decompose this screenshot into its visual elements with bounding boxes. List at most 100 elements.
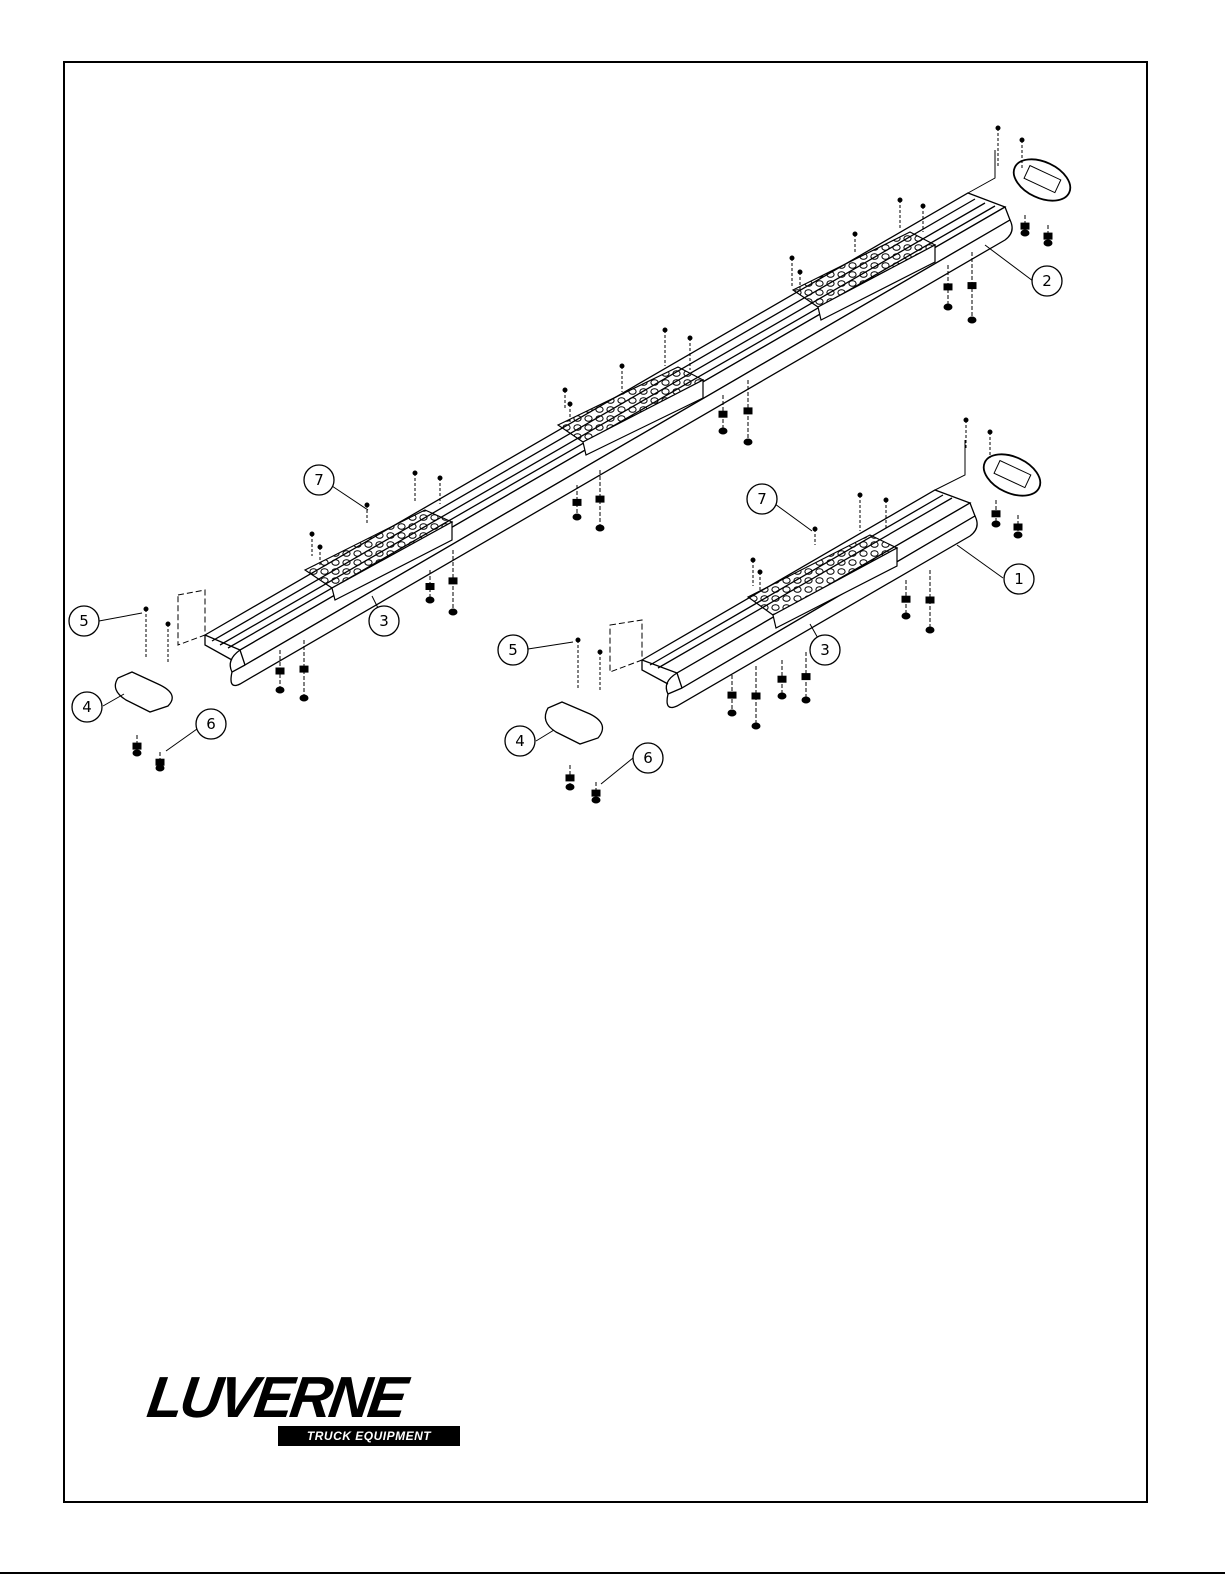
callout-3-long: 3 [369, 606, 399, 636]
screw-head [663, 328, 667, 332]
bolt-nut [1021, 223, 1029, 229]
svg-text:3: 3 [820, 641, 830, 659]
screw-head [318, 545, 322, 549]
svg-text:3: 3 [379, 612, 389, 630]
end-cap-right-short [977, 446, 1047, 504]
screw-head [365, 503, 369, 507]
callout-3-short: 3 [810, 635, 840, 665]
screw-head [310, 532, 314, 536]
screw-head [790, 256, 794, 260]
bolt-washer [752, 723, 760, 729]
bolt-nut [566, 775, 574, 781]
bolt-washer [566, 784, 574, 790]
screw-head [620, 364, 624, 368]
bolt-nut [1044, 233, 1052, 239]
screw-head [798, 270, 802, 274]
svg-text:2: 2 [1042, 272, 1052, 290]
bolt-nut [728, 692, 736, 698]
screw-head [688, 336, 692, 340]
callout-4-long: 4 [72, 692, 102, 722]
bolt-washer [944, 304, 952, 310]
bolt-washer [1044, 240, 1052, 246]
callout-5-long: 5 [69, 606, 99, 636]
bolt-washer [276, 687, 284, 693]
bolt-nut [276, 668, 284, 674]
screw-head [166, 622, 170, 626]
screw-head [1020, 138, 1024, 142]
bolt-washer [592, 797, 600, 803]
bolt-washer [968, 317, 976, 323]
bolt-nut [968, 283, 976, 289]
screw-head [758, 570, 762, 574]
bolt-nut [300, 666, 308, 672]
bolt-nut [156, 759, 164, 765]
bolt-washer [744, 439, 752, 445]
callout-4-short: 4 [505, 726, 535, 756]
logo-brand-text: LUVERNE [144, 1368, 409, 1428]
callout-6-long: 6 [196, 709, 226, 739]
svg-text:7: 7 [314, 471, 324, 489]
bolt-washer [728, 710, 736, 716]
svg-text:5: 5 [508, 641, 518, 659]
luverne-logo: LUVERNE TRUCK EQUIPMENT [140, 1368, 460, 1450]
bolt-nut [573, 499, 581, 505]
logo-tagline: TRUCK EQUIPMENT [278, 1426, 460, 1446]
bolt-washer [596, 525, 604, 531]
svg-text:6: 6 [643, 749, 653, 767]
bolt-nut [926, 597, 934, 603]
callout-2: 2 [1032, 266, 1062, 296]
screw-head [563, 388, 567, 392]
screw-head [598, 650, 602, 654]
bolt-washer [449, 609, 457, 615]
callout-5-short: 5 [498, 635, 528, 665]
bolt-nut [596, 496, 604, 502]
svg-text:6: 6 [206, 715, 216, 733]
bolt-washer [719, 428, 727, 434]
bolt-nut [133, 743, 141, 749]
screw-head [438, 476, 442, 480]
bolt-nut [744, 408, 752, 414]
bolt-nut [802, 674, 810, 680]
end-cap-right-long [1007, 151, 1077, 209]
bolt-nut [719, 411, 727, 417]
bolt-nut [1014, 524, 1022, 530]
bolt-washer [1021, 230, 1029, 236]
bolt-washer [156, 765, 164, 771]
screw-head [144, 607, 148, 611]
svg-text:5: 5 [79, 612, 89, 630]
bolt-nut [449, 578, 457, 584]
bolt-washer [573, 514, 581, 520]
screw-head [921, 204, 925, 208]
callout-7-short: 7 [747, 484, 777, 514]
screw-head [884, 498, 888, 502]
bolt-nut [944, 284, 952, 290]
screw-head [568, 402, 572, 406]
bolt-washer [902, 613, 910, 619]
screw-head [988, 430, 992, 434]
svg-text:7: 7 [757, 490, 767, 508]
bolt-washer [926, 627, 934, 633]
svg-text:4: 4 [82, 698, 92, 716]
bolt-washer [778, 693, 786, 699]
screw-head [576, 638, 580, 642]
bolt-washer [300, 695, 308, 701]
callout-7-long: 7 [304, 465, 334, 495]
screw-head [853, 232, 857, 236]
screw-head [996, 126, 1000, 130]
bolt-washer [426, 597, 434, 603]
screw-head [964, 418, 968, 422]
bolt-nut [752, 693, 760, 699]
screw-head [898, 198, 902, 202]
bolt-nut [426, 584, 434, 590]
bolt-nut [902, 596, 910, 602]
bolt-washer [802, 697, 810, 703]
end-cap-left-short [545, 702, 602, 744]
screw-head [413, 471, 417, 475]
callout-1: 1 [1004, 564, 1034, 594]
screw-head [813, 527, 817, 531]
bolt-washer [133, 750, 141, 756]
bolt-nut [778, 676, 786, 682]
bolt-nut [592, 790, 600, 796]
screw-head [858, 493, 862, 497]
